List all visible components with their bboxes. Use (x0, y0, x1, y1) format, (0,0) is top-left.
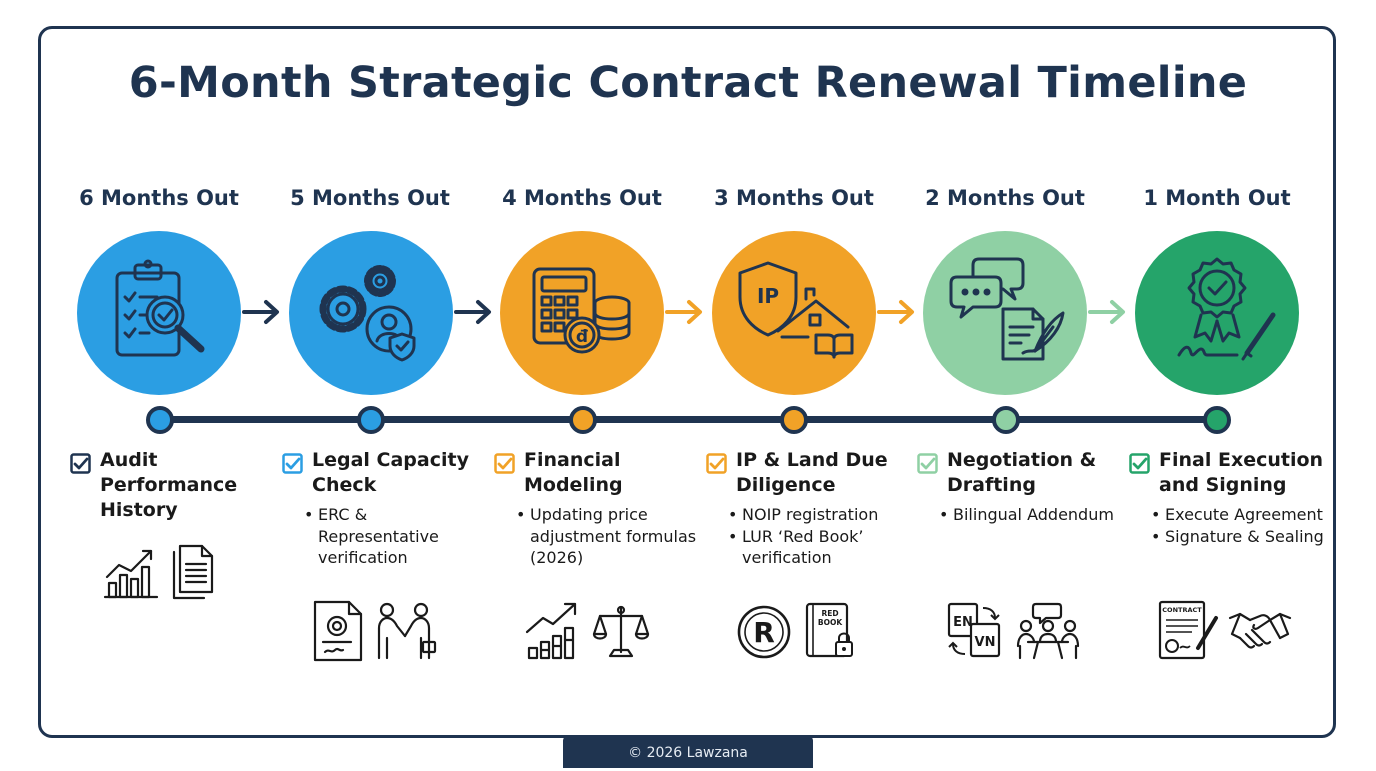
step-3-bullets: NOIP registration LUR ‘Red Book’ verific… (728, 504, 911, 569)
meeting-table-icon (1016, 602, 1080, 660)
step-2-circle (923, 231, 1087, 395)
infographic-frame (38, 26, 1336, 738)
step-5-title: Legal Capacity Check (312, 449, 469, 496)
award-ribbon-signature-pen-icon (1177, 257, 1276, 361)
arrow-right-icon (454, 300, 491, 324)
step-3-title: IP & Land Due Diligence (736, 449, 888, 496)
checkbox-checked-icon (706, 453, 727, 474)
svg-text:EN: EN (953, 615, 973, 630)
timeline-node-3 (780, 406, 808, 434)
month-label-4: 4 Months Out (502, 186, 662, 210)
timeline-node-4 (569, 406, 597, 434)
step-1-bullets: Execute Agreement Signature & Sealing (1151, 504, 1329, 547)
bullet-item: Execute Agreement (1151, 504, 1329, 526)
arrow-right-icon (877, 300, 914, 324)
timeline-line (160, 416, 1218, 423)
step-2: Negotiation & Drafting Bilingual Addendu… (917, 448, 1122, 526)
step-5-bullets: ERC & Representative verification (304, 504, 487, 569)
growth-bar-chart-icon (103, 549, 159, 599)
step-6-title: Audit Performance History (100, 449, 238, 521)
bullet-item: Updating price adjustment formulas (2026… (516, 504, 699, 569)
handshake-icon (1228, 612, 1292, 649)
step-2-bullets: Bilingual Addendum (939, 504, 1122, 526)
step-1-title: Final Execution and Signing (1159, 449, 1324, 496)
business-people-handshake-icon (377, 602, 437, 660)
arrow-right-icon (1088, 300, 1125, 324)
checkbox-checked-icon (494, 453, 515, 474)
page-title: 6-Month Strategic Contract Renewal Timel… (128, 58, 1248, 108)
step-4-bullets: Updating price adjustment formulas (2026… (516, 504, 699, 569)
step-2-title: Negotiation & Drafting (947, 449, 1097, 496)
step-6: Audit Performance History (70, 448, 245, 523)
step-4-circle: đ (500, 231, 664, 395)
svg-text:CONTRACT: CONTRACT (1162, 606, 1202, 614)
ip-shield-house-book-icon: IP (738, 261, 854, 359)
arrow-right-icon (242, 300, 279, 324)
checkbox-checked-icon (282, 453, 303, 474)
timeline-node-6 (146, 406, 174, 434)
bullet-item: NOIP registration (728, 504, 911, 526)
step-1-circle (1135, 231, 1299, 395)
gears-user-shield-icon (319, 265, 416, 362)
registered-mark-icon: R (737, 605, 791, 659)
arrow-right-icon (665, 300, 702, 324)
footer-copyright: © 2026 Lawzana (563, 735, 813, 768)
step-1: Final Execution and Signing Execute Agre… (1129, 448, 1329, 547)
rising-chart-arrow-icon (525, 602, 577, 660)
timeline-node-5 (357, 406, 385, 434)
step-5-circle (289, 231, 453, 395)
timeline-node-1 (1203, 406, 1231, 434)
en-vn-translate-icon: EN VN (947, 602, 1001, 658)
step-6-circle (77, 231, 241, 395)
svg-text:đ: đ (576, 327, 589, 347)
signed-contract-icon: CONTRACT (1158, 600, 1218, 660)
month-label-3: 3 Months Out (714, 186, 874, 210)
month-label-1: 1 Month Out (1143, 186, 1291, 210)
step-4: Financial Modeling Updating price adjust… (494, 448, 699, 569)
step-4-title: Financial Modeling (524, 449, 623, 496)
timeline-node-2 (992, 406, 1020, 434)
calculator-coins-icon: đ (532, 267, 631, 354)
certificate-document-icon (313, 600, 363, 662)
bullet-item: Bilingual Addendum (939, 504, 1122, 526)
checkbox-checked-icon (70, 453, 91, 474)
svg-text:R: R (753, 616, 775, 649)
bullet-item: Signature & Sealing (1151, 526, 1329, 548)
month-label-2: 2 Months Out (925, 186, 1085, 210)
svg-text:IP: IP (757, 284, 779, 308)
svg-text:VN: VN (975, 635, 996, 650)
bullet-item: LUR ‘Red Book’ verification (728, 526, 911, 569)
documents-icon (172, 544, 214, 600)
checkbox-checked-icon (917, 453, 938, 474)
chat-bubbles-document-quill-icon (949, 257, 1065, 361)
bullet-item: ERC & Representative verification (304, 504, 487, 569)
checkbox-checked-icon (1129, 453, 1150, 474)
clipboard-magnifier-icon (115, 259, 205, 357)
step-3: IP & Land Due Diligence NOIP registratio… (706, 448, 911, 569)
step-5: Legal Capacity Check ERC & Representativ… (282, 448, 487, 569)
month-label-6: 6 Months Out (79, 186, 239, 210)
balance-scale-icon (592, 605, 650, 658)
month-label-5: 5 Months Out (290, 186, 450, 210)
step-3-circle: IP (712, 231, 876, 395)
